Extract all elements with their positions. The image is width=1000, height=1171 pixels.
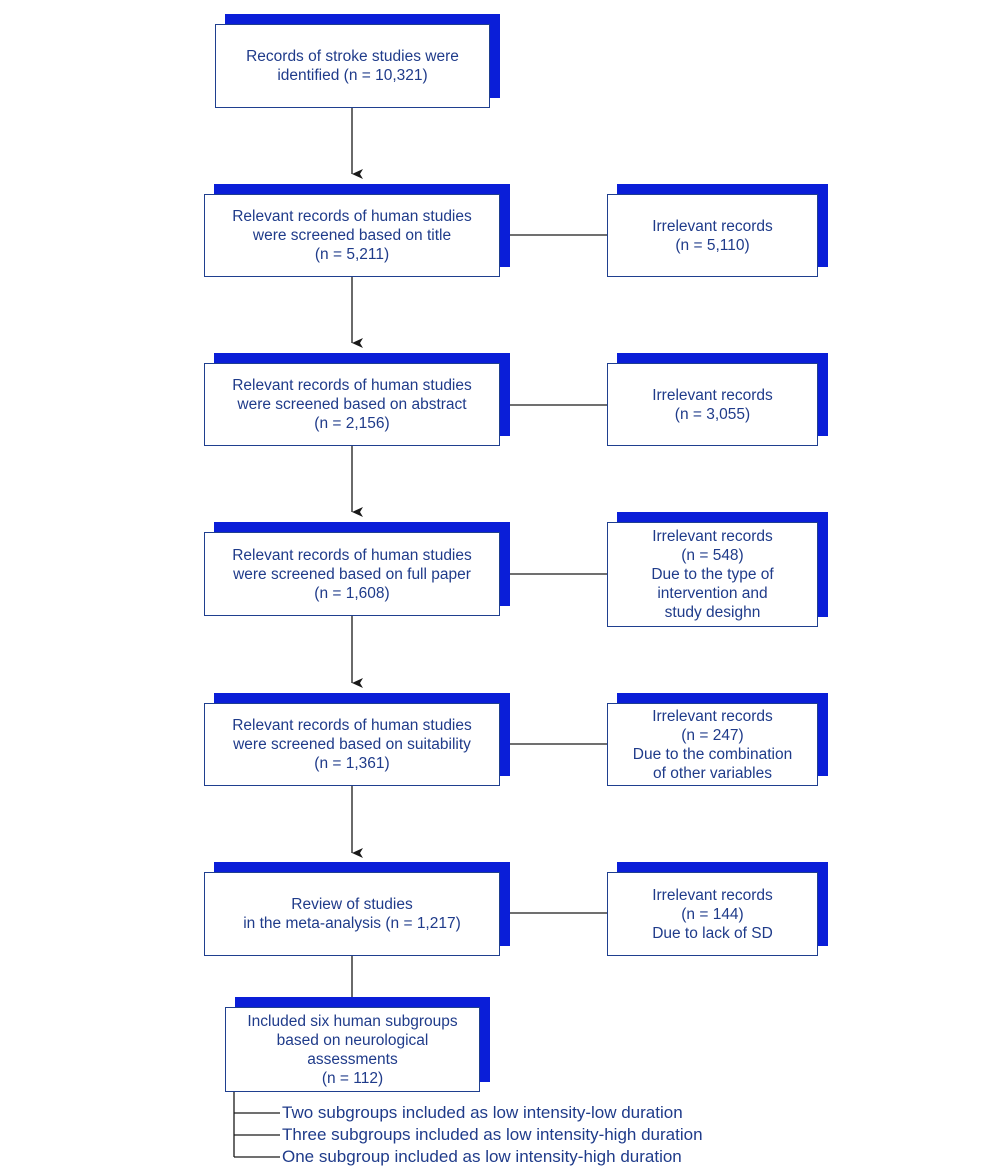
box-text-line: Relevant records of human studies [232, 546, 472, 564]
box-text-line: assessments [307, 1050, 398, 1068]
box-text-line: were screened based on abstract [237, 396, 467, 413]
box-fullpaper-screening: Relevant records of human studies were s… [204, 532, 500, 616]
box-excluded-title: Irrelevant records (n = 5,110) [607, 194, 818, 277]
box-text-line: of other variables [653, 764, 772, 782]
box-text-line: in the meta-analysis (n = 1,217) [243, 915, 461, 932]
box-text-line: (n = 3,055) [674, 405, 751, 423]
box-text-line: were screened based on full paper [233, 565, 471, 583]
box-text-line: Irrelevant records [652, 217, 773, 235]
box-text-line: (n = 1,361) [314, 755, 390, 772]
box-text-line: (n = 548) [681, 547, 744, 564]
box-text-line: identified (n = 10,321) [277, 67, 428, 84]
box-text-line: intervention and [657, 585, 768, 602]
box-abstract-screening: Relevant records of human studies were s… [204, 363, 500, 446]
box-text-line: Included six human subgroups [247, 1012, 458, 1030]
subgroup-label-2: Three subgroups included as low intensit… [282, 1125, 703, 1144]
box-text-line: Due to the combination [632, 745, 793, 763]
box-text-line: Records of stroke studies were [246, 48, 459, 65]
box-text-line: Irrelevant records [652, 386, 773, 404]
box-text-line: (n = 247) [681, 726, 744, 744]
box-excluded-meta: Irrelevant records (n = 144) Due to lack… [607, 872, 818, 956]
box-meta-analysis: Review of studies in the meta-analysis (… [204, 872, 500, 956]
box-excluded-abstract: Irrelevant records (n = 3,055) [607, 363, 818, 446]
subgroup-label-1: Two subgroups included as low intensity-… [282, 1103, 683, 1122]
box-text-line: (n = 112) [321, 1069, 384, 1087]
box-text-line: Review of studies [291, 896, 413, 913]
box-identified: Records of stroke studies were identifie… [215, 24, 490, 108]
box-text-line: Irrelevant records [652, 707, 773, 725]
box-title-screening: Relevant records of human studies were s… [204, 194, 500, 277]
box-text-line: Irrelevant records [652, 886, 773, 904]
box-text-line: were screened based on title [252, 227, 452, 244]
box-text-line: (n = 144) [681, 905, 744, 923]
box-text-line: (n = 5,110) [675, 236, 750, 254]
box-text-line: (n = 5,211) [314, 246, 390, 263]
box-excluded-suitability: Irrelevant records (n = 247) Due to the … [607, 703, 818, 786]
box-text-line: study desighn [664, 604, 761, 621]
box-text-line: based on neurological [276, 1031, 429, 1049]
box-text-line: (n = 2,156) [314, 415, 390, 432]
box-text-line: Due to lack of SD [652, 924, 773, 942]
box-text-line: Relevant records of human studies [232, 208, 472, 225]
box-excluded-fullpaper: Irrelevant records (n = 548) Due to the … [607, 522, 818, 627]
box-text-line: Relevant records of human studies [232, 717, 472, 734]
box-text-line: were screened based on suitability [233, 736, 471, 753]
box-suitability-screening: Relevant records of human studies were s… [204, 703, 500, 786]
box-text-line: Due to the type of [651, 566, 774, 583]
box-text-line: Relevant records of human studies [232, 377, 472, 394]
subgroup-label-3: One subgroup included as low intensity-h… [282, 1147, 682, 1166]
box-text-line: (n = 1,608) [314, 584, 390, 602]
box-included-subgroups: Included six human subgroups based on ne… [225, 1007, 480, 1092]
box-text-line: Irrelevant records [652, 528, 773, 545]
